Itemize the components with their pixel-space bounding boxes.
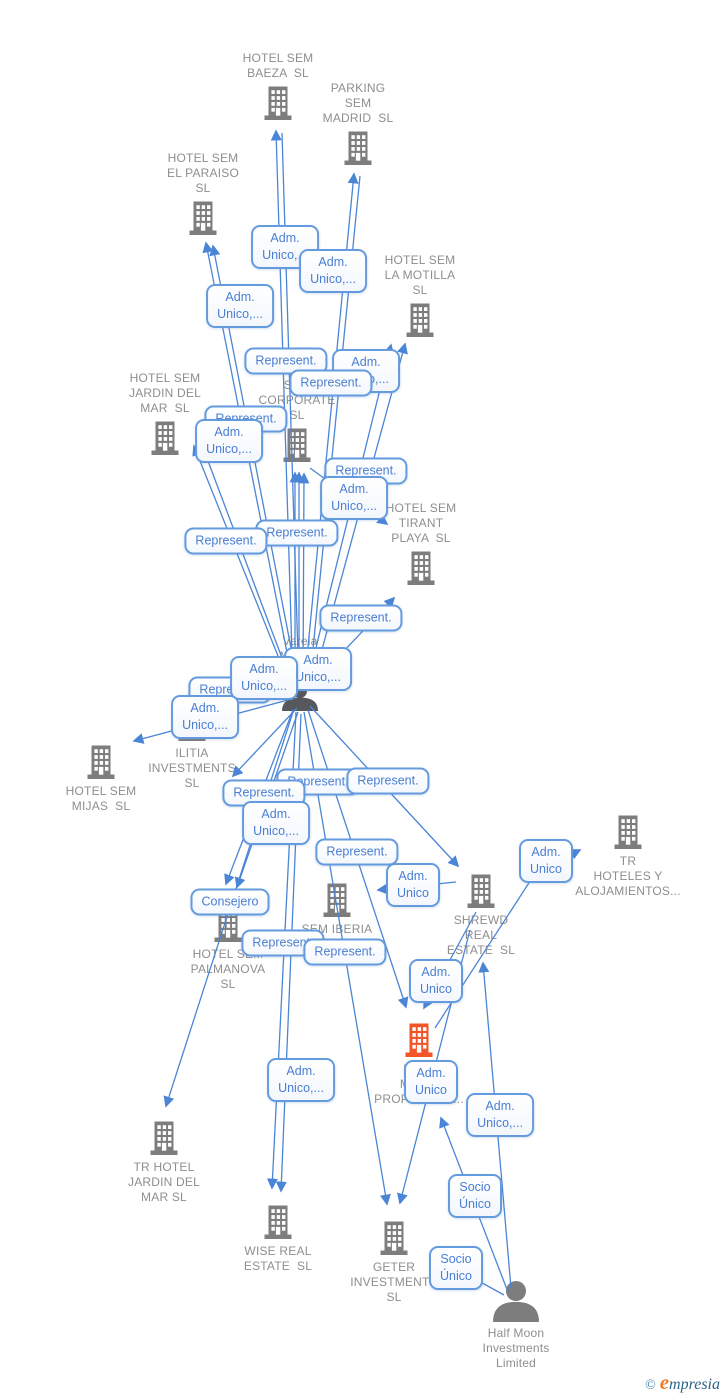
building-icon-hotel-sem-el-paraiso[interactable]: [186, 200, 220, 236]
edge-label-adm-unico[interactable]: Adm.Unico,...: [466, 1093, 534, 1137]
edge-label-adm-unico[interactable]: Adm.Unico: [519, 839, 573, 883]
building-icon-hotel-sem-tirant-playa[interactable]: [404, 550, 438, 586]
edge-label-adm-unico[interactable]: Adm.Unico,...: [195, 419, 263, 463]
edge-label-consejero[interactable]: Consejero: [190, 888, 270, 916]
edge-label-adm-unico[interactable]: Adm.Unico,...: [320, 476, 388, 520]
building-icon-tr-hotel-jardin-del-mar[interactable]: [147, 1120, 181, 1156]
building-icon-hotel-sem-la-motilla[interactable]: [403, 302, 437, 338]
building-icon-hotel-sem-baeza[interactable]: [261, 85, 295, 121]
brand-initial: e: [659, 1370, 670, 1394]
building-icon-tr-hoteles-y-alojamientos[interactable]: [611, 814, 645, 850]
edge-label-represent[interactable]: Represent.: [319, 604, 403, 632]
building-icon-parking-sem-madrid[interactable]: [341, 130, 375, 166]
brand-name: mpresia: [669, 1376, 720, 1393]
edge-label-adm-unico[interactable]: Adm.Unico,...: [206, 284, 274, 328]
edge-label-adm-unico[interactable]: Adm.Unico: [386, 863, 440, 907]
edge-label-adm-unico[interactable]: Adm.Unico,...: [267, 1058, 335, 1102]
building-icon-hotel-sem-jardin-del-mar[interactable]: [148, 420, 182, 456]
edge-label-adm-unico[interactable]: Adm.Unico,...: [230, 656, 298, 700]
edge-label-represent[interactable]: Represent.: [255, 519, 339, 547]
copyright-symbol: ©: [645, 1378, 656, 1393]
empresia-logo: © empresia: [645, 1370, 720, 1395]
building-icon-geter-investments[interactable]: [377, 1220, 411, 1256]
edge-label-adm-unico[interactable]: Adm.Unico,...: [242, 801, 310, 845]
building-icon-wise-real-estate[interactable]: [261, 1204, 295, 1240]
building-icon-hotel-sem-mijas[interactable]: [84, 744, 118, 780]
edge-label-adm-unico[interactable]: Adm.Unico,...: [171, 695, 239, 739]
edge-label-represent[interactable]: Represent.: [346, 767, 430, 795]
edge-label-represent[interactable]: Represent.: [184, 527, 268, 555]
edge-label-adm-unico[interactable]: Adm.Unico,...: [299, 249, 367, 293]
edge-label-adm-unico[interactable]: Adm.Unico: [409, 959, 463, 1003]
edge-label-represent[interactable]: Represent.: [289, 369, 373, 397]
edge-label-represent[interactable]: Represent.: [303, 938, 387, 966]
edge-label-represent[interactable]: Represent.: [315, 838, 399, 866]
edge-label-adm-unico[interactable]: Adm.Unico: [404, 1060, 458, 1104]
